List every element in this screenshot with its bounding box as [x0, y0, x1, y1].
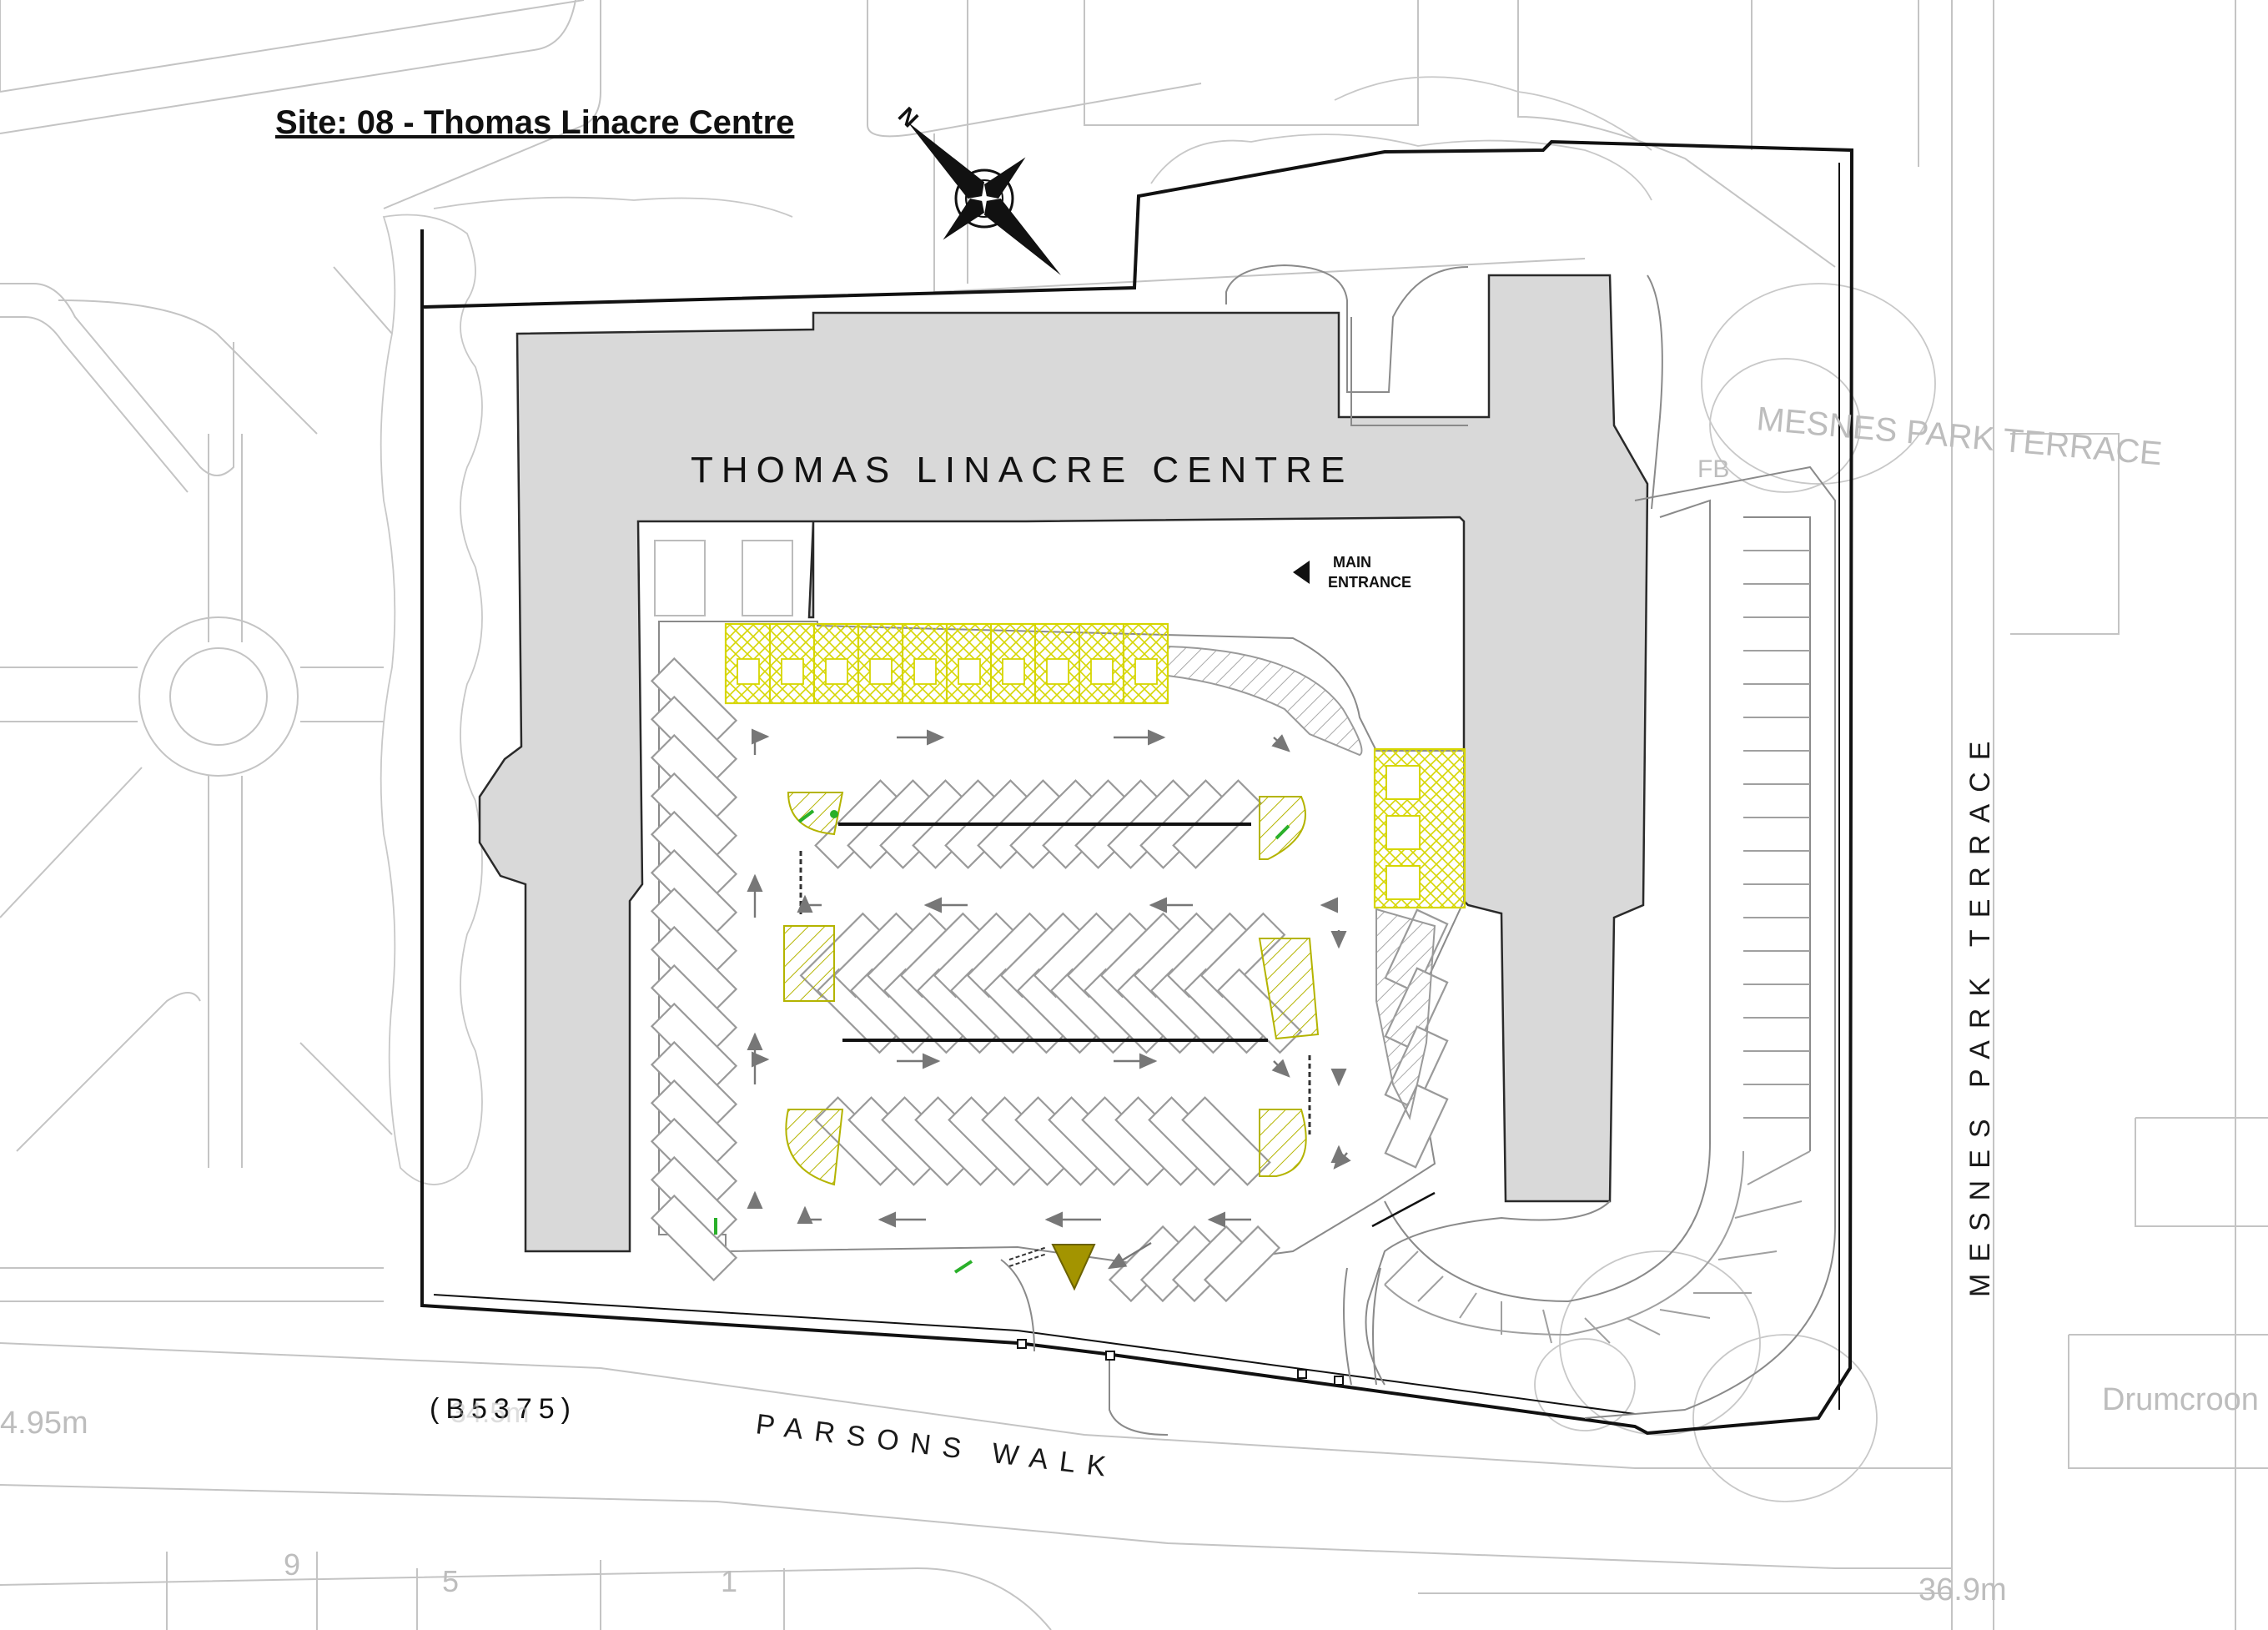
- parking-bay-row3: [1181, 1096, 1271, 1186]
- parking-bay-west: [650, 1194, 738, 1282]
- house-number-5: 5: [442, 1564, 459, 1598]
- parsons-walk-label: PARSONS WALK: [754, 1408, 1119, 1484]
- parent-child-bay-icon: [825, 658, 848, 685]
- hedge-outlines: [380, 76, 1936, 1502]
- accessible-bays-north: [724, 622, 1169, 705]
- entrance-label-line2: ENTRANCE: [1328, 574, 1411, 591]
- central-islands: [714, 792, 1320, 1274]
- mesnes-park-terrace-label: MESNES PARK TERRACE: [1964, 730, 1996, 1297]
- level-right: 36.9m: [1918, 1572, 2007, 1607]
- road-number-label: (B5375): [430, 1393, 577, 1425]
- parent-child-bay-icon: [913, 658, 937, 685]
- thomas-linacre-building: [478, 274, 1649, 1253]
- mesnes-park-terrace-faint-label: MESNES PARK TERRACE: [1755, 400, 2164, 472]
- building-name-label: THOMAS LINACRE CENTRE: [691, 450, 1353, 491]
- entrance-label-line1: MAIN: [1333, 554, 1371, 571]
- site-access-marker: [1051, 1244, 1096, 1291]
- disabled-bay-icon: [1134, 658, 1158, 685]
- parent-child-bay-icon: [781, 658, 804, 685]
- entrance-arrow-icon: [1293, 561, 1310, 584]
- parent-child-bay-icon: [958, 658, 981, 685]
- main-entrance-marker: MAIN ENTRANCE: [1293, 554, 1411, 591]
- page-title: Site: 08 - Thomas Linacre Centre: [275, 104, 794, 141]
- cycle-bays-east: [1373, 747, 1466, 909]
- house-number-1: 1: [721, 1564, 737, 1598]
- access-road-east: [1225, 264, 1836, 1419]
- parking-bay-south: [1203, 1225, 1281, 1303]
- disabled-bay-icon: [1046, 658, 1069, 685]
- parking-bay-east: [1384, 1084, 1449, 1169]
- level-left: 4.95m: [0, 1406, 88, 1441]
- disabled-bay-icon: [1002, 658, 1025, 685]
- traffic-flow-arrows: [747, 728, 1351, 1270]
- footbridge-label: FB: [1697, 455, 1729, 483]
- house-number-9: 9: [284, 1547, 300, 1582]
- level-road-faint: 34.5m: [450, 1397, 530, 1429]
- site-boundary: [420, 139, 1854, 1436]
- parent-child-bay-icon: [869, 658, 893, 685]
- parent-child-bay-icon: [737, 658, 760, 685]
- north-label: N: [893, 102, 923, 132]
- hatched-area-east: [1375, 908, 1436, 1120]
- neighbour-label: Drumcroon: [2102, 1382, 2259, 1417]
- north-arrow-icon: [908, 122, 1061, 275]
- disabled-bay-icon: [1090, 658, 1114, 685]
- hatched-area-northeast: [1167, 645, 1363, 757]
- parking-bay-row2-top: [1199, 912, 1286, 999]
